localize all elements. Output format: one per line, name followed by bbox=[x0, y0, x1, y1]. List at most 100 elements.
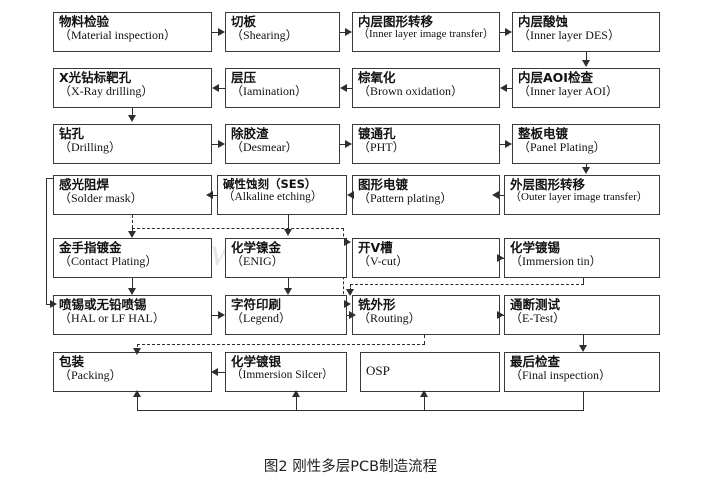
node-label-en: （V-cut） bbox=[358, 254, 409, 269]
connector-line bbox=[346, 88, 352, 89]
node-label-cn: 除胶渣 bbox=[231, 126, 269, 141]
arrow-head-right bbox=[218, 311, 225, 319]
arrow-head-left bbox=[500, 84, 507, 92]
node-label-en: （Inner layer image transfer） bbox=[358, 28, 494, 41]
arrow-head-right bbox=[345, 28, 352, 36]
node-label-cn: 图形电镀 bbox=[358, 177, 409, 192]
connector-line bbox=[500, 32, 506, 33]
connector-line bbox=[506, 88, 512, 89]
node-label-cn: 喷锡或无铅喷锡 bbox=[59, 297, 147, 312]
connector-line bbox=[46, 178, 54, 179]
dashed-connector bbox=[132, 228, 344, 229]
arrow-head-down bbox=[128, 288, 136, 295]
arrow-head-left bbox=[340, 84, 347, 92]
connector-line bbox=[288, 278, 289, 290]
node-label-en: （E-Test） bbox=[510, 311, 566, 326]
arrow-head-right bbox=[50, 300, 57, 308]
node-label-en: （Drilling） bbox=[59, 140, 121, 155]
connector-line bbox=[424, 396, 425, 410]
node-final-inspection: 最后检查 （Final inspection） bbox=[504, 352, 660, 392]
connector-line bbox=[586, 52, 587, 62]
node-label-cn: 最后检查 bbox=[510, 354, 561, 369]
arrow-head-up bbox=[420, 390, 428, 397]
dashed-connector bbox=[583, 278, 584, 284]
node-label-cn: OSP bbox=[366, 363, 390, 378]
node-label-en: （Desmear） bbox=[231, 140, 298, 155]
node-material-inspection: 物料检验 （Material inspection） bbox=[53, 12, 212, 52]
connector-line bbox=[137, 410, 584, 411]
node-label-en: （Inner layer AOI） bbox=[518, 84, 618, 99]
connector-line bbox=[583, 335, 584, 347]
node-enig: 化学镍金 （ENIG） bbox=[225, 238, 347, 278]
node-label-en: （Packing） bbox=[59, 368, 122, 383]
arrow-head-right bbox=[218, 140, 225, 148]
dashed-connector bbox=[424, 335, 425, 344]
connector-line bbox=[132, 278, 133, 290]
arrow-head-down bbox=[133, 348, 141, 355]
connector-line bbox=[137, 396, 138, 410]
node-panel-plating: 整板电镀 （Panel Plating） bbox=[512, 124, 660, 164]
node-packing: 包装 （Packing） bbox=[53, 352, 212, 392]
node-label-en: （X-Ray drilling） bbox=[59, 84, 154, 99]
dashed-connector bbox=[137, 344, 425, 345]
arrow-head-left bbox=[211, 368, 218, 376]
connector-line bbox=[218, 88, 225, 89]
node-inner-layer-aoi: 内层AOI检查 （Inner layer AOI） bbox=[512, 68, 660, 108]
node-drilling: 钻孔 （Drilling） bbox=[53, 124, 212, 164]
arrow-head-right bbox=[218, 28, 225, 36]
node-immersion-tin: 化学镀锡 （Immersion tin） bbox=[504, 238, 660, 278]
node-label-cn: 钻孔 bbox=[59, 126, 85, 141]
node-osp: OSP bbox=[360, 352, 500, 392]
arrow-head-down bbox=[284, 288, 292, 295]
connector-line bbox=[340, 144, 346, 145]
arrow-head-right bbox=[345, 140, 352, 148]
dashed-connector bbox=[350, 284, 584, 285]
node-label-en: （Iamination） bbox=[231, 84, 307, 99]
node-label-cn: 物料检验 bbox=[59, 14, 110, 29]
node-label-en: （Alkaline etching） bbox=[223, 191, 323, 204]
node-xray-drilling: X光钻标靶孔 （X-Ray drilling） bbox=[53, 68, 212, 108]
node-label-cn: 开V槽 bbox=[358, 240, 393, 255]
node-label-cn: 包装 bbox=[59, 354, 85, 369]
node-label-en: （Shearing） bbox=[231, 28, 298, 43]
node-desmear: 除胶渣 （Desmear） bbox=[225, 124, 340, 164]
node-label-en: （Material inspection） bbox=[59, 28, 176, 43]
node-label-en: （Immersion Silcer） bbox=[231, 369, 334, 382]
node-hal: 喷锡或无铅喷锡 （HAL or LF HAL） bbox=[53, 295, 212, 335]
node-label-cn: 金手指镀金 bbox=[59, 240, 122, 255]
arrow-head-right bbox=[344, 238, 351, 246]
node-label-en: （Routing） bbox=[358, 311, 421, 326]
node-label-cn: 字符印刷 bbox=[231, 297, 282, 312]
connector-line bbox=[288, 215, 289, 231]
node-label-en: （ENIG） bbox=[231, 254, 284, 269]
connector-line bbox=[46, 178, 47, 304]
connector-line bbox=[46, 304, 52, 305]
connector-line bbox=[212, 144, 220, 145]
node-label-cn: 化学镀银 bbox=[231, 354, 282, 369]
arrow-head-down bbox=[582, 167, 590, 174]
node-label-en: （Pattern plating） bbox=[358, 191, 453, 206]
node-label-en: （Final inspection） bbox=[510, 368, 611, 383]
node-label-en: （Outer layer image transfer） bbox=[510, 191, 648, 204]
arrow-head-right bbox=[505, 140, 512, 148]
node-label-en: （Brown oxidation） bbox=[358, 84, 463, 99]
node-label-cn: 整板电镀 bbox=[518, 126, 569, 141]
node-label-cn: 内层AOI检查 bbox=[518, 70, 593, 85]
arrow-head-down bbox=[582, 60, 590, 67]
node-label-en: （Panel Plating） bbox=[518, 140, 606, 155]
dashed-connector bbox=[132, 215, 133, 228]
arrow-head-left bbox=[347, 191, 354, 199]
node-label-cn: 内层图形转移 bbox=[358, 14, 434, 29]
arrow-head-down bbox=[128, 231, 136, 238]
node-lamination: 层压 （Iamination） bbox=[225, 68, 340, 108]
node-legend: 字符印刷 （Legend） bbox=[225, 295, 347, 335]
node-alkaline-etching: 碱性蚀刻（SES） （Alkaline etching） bbox=[217, 175, 347, 215]
node-label-cn: 化学镀锡 bbox=[510, 240, 561, 255]
node-label-en: （Inner layer DES） bbox=[518, 28, 620, 43]
node-e-test: 通断测试 （E-Test） bbox=[504, 295, 660, 335]
arrow-head-left bbox=[212, 84, 219, 92]
node-outer-layer-image-transfer: 外层图形转移 （Outer layer image transfer） bbox=[504, 175, 660, 215]
connector-line bbox=[296, 396, 297, 410]
node-routing: 铣外形 （Routing） bbox=[352, 295, 500, 335]
node-solder-mask: 感光阻焊 （Solder mask） bbox=[53, 175, 212, 215]
